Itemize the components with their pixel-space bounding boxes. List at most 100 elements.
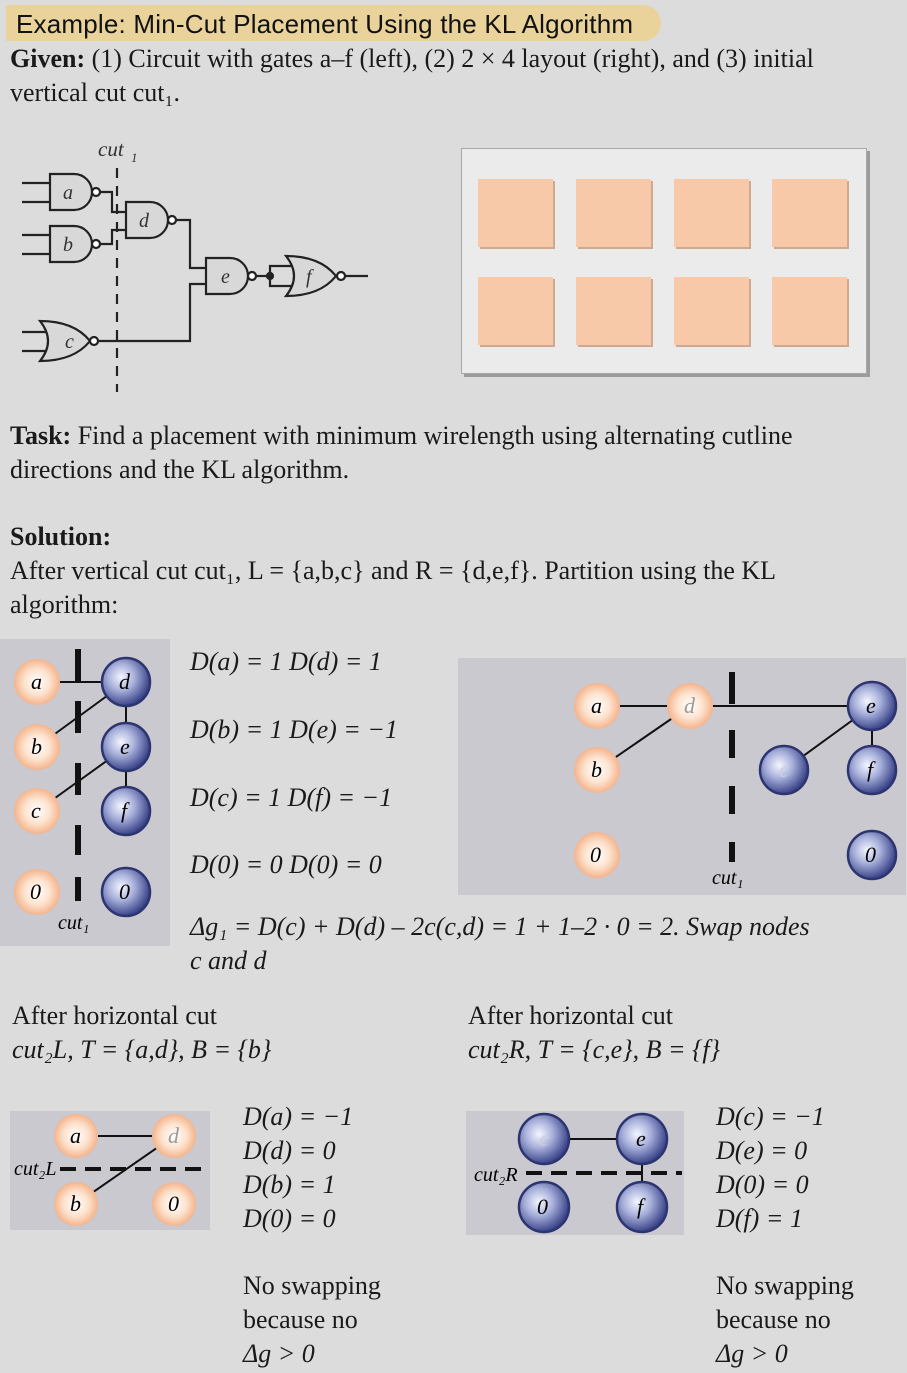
node-c: c	[758, 744, 810, 796]
layout-cell	[772, 277, 847, 345]
solution-label: Solution:	[10, 522, 112, 551]
node-d: d	[100, 656, 152, 708]
horiz-right-note: No swapping because no Δg > 0	[716, 1269, 854, 1371]
horiz-left-d4: D(0) = 0	[243, 1204, 336, 1233]
d-values-row4: D(0) = 0 D(0) = 0	[190, 850, 382, 879]
page-title: Example: Min-Cut Placement Using the KL …	[16, 9, 634, 39]
horiz-left-line2: cut₂L, T = {a,d}, B = {b}	[12, 1035, 272, 1064]
solution-line2: algorithm:	[10, 590, 119, 619]
horiz-left-header: After horizontal cut cut₂L, T = {a,d}, B…	[12, 999, 271, 1067]
layout-cell	[478, 277, 553, 345]
gate-label-f: f	[306, 266, 314, 288]
svg-text:b: b	[591, 757, 602, 782]
horiz-right-d3: D(0) = 0	[716, 1170, 809, 1199]
svg-text:b: b	[70, 1191, 81, 1216]
svg-text:0: 0	[865, 842, 876, 867]
d-values-row1: D(a) = 1 D(d) = 1	[190, 647, 382, 676]
graph4-cut-label: cut₂R	[474, 1164, 518, 1186]
svg-text:a: a	[31, 669, 42, 694]
node-e: e	[846, 680, 898, 732]
node-e: e	[615, 1112, 669, 1166]
horiz-right-note2: because no	[716, 1305, 831, 1334]
d-values-row2: D(b) = 1 D(e) = −1	[190, 715, 398, 744]
delta-g-line2: c and d	[190, 946, 267, 975]
svg-text:d: d	[168, 1123, 180, 1148]
circuit-cut-label: cut	[98, 137, 125, 161]
svg-text:c: c	[539, 1126, 549, 1151]
horiz-right-note3: Δg > 0	[716, 1339, 788, 1368]
gate-f	[283, 254, 338, 298]
svg-text:f: f	[867, 757, 876, 782]
graph2: a d e b c f 0 0 cut₁	[574, 672, 898, 889]
gate-c	[37, 319, 92, 363]
node-a: a	[54, 1114, 98, 1158]
solution-line1: After vertical cut cut₁, L = {a,b,c} and…	[10, 556, 777, 585]
svg-text:0: 0	[119, 879, 130, 904]
d-values-row3: D(c) = 1 D(f) = −1	[190, 783, 393, 812]
node-c: c	[14, 788, 60, 834]
svg-text:d: d	[684, 693, 696, 718]
svg-text:c: c	[779, 757, 789, 782]
layout-cell	[674, 277, 749, 345]
gate-label-b: b	[63, 234, 73, 256]
svg-text:b: b	[31, 734, 42, 759]
given-line2: vertical cut cut₁.	[10, 78, 181, 107]
gate-label-e: e	[221, 266, 230, 288]
horiz-right-d1: D(c) = −1	[716, 1102, 825, 1131]
node-b: b	[14, 724, 60, 770]
node-f: f	[615, 1180, 669, 1234]
circuit-diagram: a b c d e f cut 1	[22, 137, 368, 392]
graph3-cut-label: cut₂L	[14, 1158, 57, 1180]
horiz-right-d4: D(f) = 1	[716, 1204, 803, 1233]
svg-text:0: 0	[590, 842, 601, 867]
graph1-cut-label: cut₁	[58, 912, 89, 934]
graph3: a d b 0 cut₂L	[14, 1114, 202, 1226]
layout-cell	[674, 179, 749, 247]
horiz-right-note1: No swapping	[716, 1271, 854, 1300]
horiz-left-line1: After horizontal cut	[12, 1001, 218, 1030]
layout-cell	[478, 179, 553, 247]
horiz-left-d1: D(a) = −1	[243, 1102, 354, 1131]
node-dummy-left: 0	[14, 869, 60, 915]
node-f: f	[100, 785, 152, 837]
node-b: b	[574, 747, 620, 793]
node-a: a	[574, 683, 620, 729]
delta-g-line1: Δg₁ = D(c) + D(d) – 2c(c,d) = 1 + 1–2 · …	[190, 912, 810, 941]
svg-text:a: a	[70, 1123, 81, 1148]
node-dummy-right: 0	[100, 866, 152, 918]
svg-text:0: 0	[168, 1191, 179, 1216]
task-line2: directions and the KL algorithm.	[10, 455, 350, 484]
node-dummy: 0	[152, 1182, 196, 1226]
solution-paragraph: Solution: After vertical cut cut₁, L = {…	[10, 520, 776, 622]
node-c: c	[517, 1112, 571, 1166]
given-line1: (1) Circuit with gates a–f (left), (2) 2…	[85, 44, 814, 73]
delta-g-text: Δg₁ = D(c) + D(d) – 2c(c,d) = 1 + 1–2 · …	[190, 910, 810, 978]
gate-label-d: d	[139, 210, 150, 232]
horiz-left-note: No swapping because no Δg > 0	[243, 1269, 381, 1371]
horiz-right-line1: After horizontal cut	[468, 1001, 674, 1030]
svg-text:0: 0	[30, 879, 41, 904]
node-d: d	[152, 1114, 196, 1158]
layout-panel	[461, 148, 867, 374]
svg-text:f: f	[121, 798, 130, 823]
gate-label-c: c	[65, 331, 74, 353]
node-b: b	[54, 1182, 98, 1226]
node-d: d	[667, 683, 713, 729]
graph2-cut-label: cut₁	[712, 867, 743, 889]
gate-label-a: a	[63, 182, 73, 204]
task-label: Task:	[10, 421, 72, 450]
svg-text:d: d	[119, 669, 131, 694]
horiz-left-note2: because no	[243, 1305, 358, 1334]
node-e: e	[100, 721, 152, 773]
layout-cell	[576, 179, 651, 247]
svg-text:e: e	[866, 693, 876, 718]
graph1: a b c 0 d e f 0 cut₁	[14, 649, 152, 934]
layout-cell	[772, 179, 847, 247]
graph4: c e 0 f cut₂R	[474, 1112, 682, 1234]
given-label: Given:	[10, 44, 86, 73]
node-dummy: 0	[517, 1180, 571, 1234]
svg-text:e: e	[120, 734, 130, 759]
horiz-right-d-values: D(c) = −1 D(e) = 0 D(0) = 0 D(f) = 1	[716, 1100, 825, 1236]
given-paragraph: Given: (1) Circuit with gates a–f (left)…	[10, 42, 814, 110]
title-banner: Example: Min-Cut Placement Using the KL …	[6, 5, 661, 41]
